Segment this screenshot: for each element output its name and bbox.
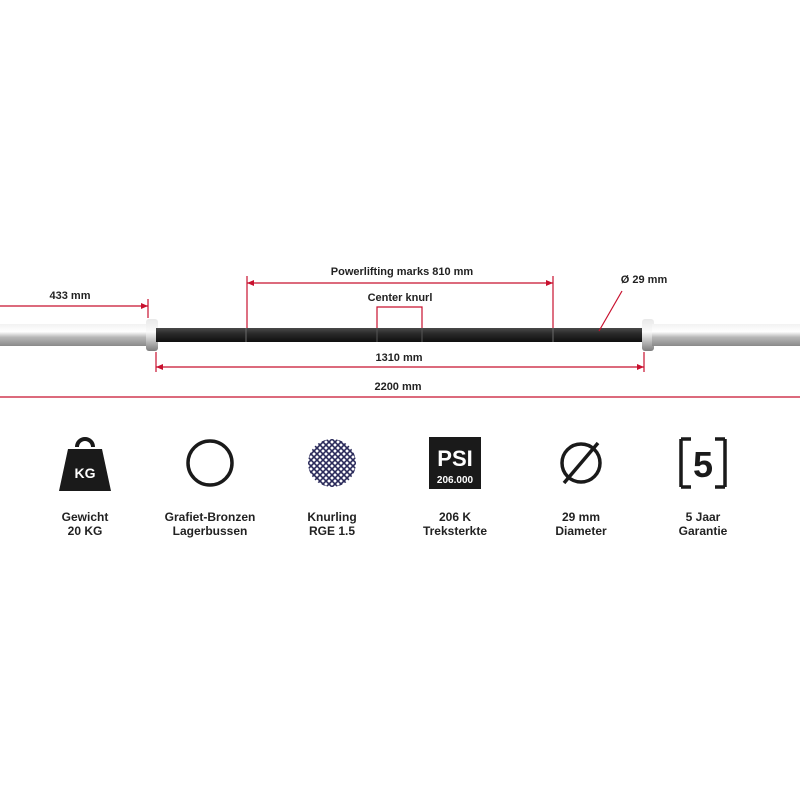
psi-badge-icon: PSI 206.000 bbox=[429, 437, 481, 489]
barbell bbox=[0, 319, 800, 351]
sleeve-length-arrow bbox=[141, 303, 148, 309]
feature-warranty-label: 5 Jaar Garantie bbox=[678, 510, 728, 538]
center-knurl-bracket bbox=[376, 306, 423, 328]
psi-text: PSI bbox=[437, 446, 472, 471]
total-length-dimension: 2200 mm bbox=[0, 381, 800, 398]
feature-knurling: Knurling RGE 1.5 bbox=[272, 428, 392, 538]
diameter-symbol-icon bbox=[560, 441, 602, 485]
warranty-digit: 5 bbox=[693, 444, 713, 485]
powerlifting-marks-arrow-right bbox=[546, 280, 553, 286]
center-knurl-label: Center knurl bbox=[368, 292, 433, 304]
powerlifting-marks-arrow-left bbox=[247, 280, 254, 286]
shaft-length-arrow-left bbox=[156, 364, 163, 370]
right-sleeve bbox=[652, 324, 800, 346]
feature-knurling-label: Knurling RGE 1.5 bbox=[307, 510, 357, 538]
kettlebell-text: KG bbox=[75, 465, 96, 481]
feature-tensile-label: 206 K Treksterkte bbox=[422, 510, 488, 538]
diameter-leader bbox=[598, 290, 623, 332]
warranty-five-icon: 5 bbox=[679, 437, 727, 489]
feature-warranty: 5 5 Jaar Garantie bbox=[643, 428, 763, 538]
feature-weight: KG Gewicht 20 KG bbox=[25, 428, 145, 538]
sleeve-length-label: 433 mm bbox=[50, 290, 91, 302]
feature-diameter-label: 29 mm Diameter bbox=[555, 510, 607, 538]
barbell-diagram: Powerlifting marks 810 mm Center knurl 4… bbox=[0, 266, 800, 398]
shaft-length-arrow-right bbox=[637, 364, 644, 370]
total-length-label: 2200 mm bbox=[374, 381, 421, 393]
diameter-dimension: Ø 29 mm bbox=[598, 274, 668, 332]
feature-weight-label: Gewicht 20 KG bbox=[61, 510, 109, 538]
feature-row: KG Gewicht 20 KG Grafiet-Bronzen Lagerbu… bbox=[0, 428, 800, 568]
left-sleeve bbox=[0, 324, 150, 346]
sleeve-length-dimension: 433 mm bbox=[0, 290, 149, 318]
feature-bushings: Grafiet-Bronzen Lagerbussen bbox=[150, 428, 270, 538]
feature-tensile: PSI 206.000 206 K Treksterkte bbox=[395, 428, 515, 538]
bar-shaft bbox=[156, 328, 644, 342]
knurling-pattern-icon bbox=[308, 439, 356, 487]
right-collar bbox=[642, 319, 654, 351]
feature-diameter: 29 mm Diameter bbox=[521, 428, 641, 538]
center-knurl-dimension: Center knurl bbox=[368, 292, 433, 328]
left-collar bbox=[146, 319, 158, 351]
psi-subtext: 206.000 bbox=[437, 475, 474, 486]
ring-bushing-icon bbox=[186, 439, 234, 487]
powerlifting-marks-dimension: Powerlifting marks 810 mm bbox=[246, 266, 554, 328]
diameter-label: Ø 29 mm bbox=[621, 274, 668, 286]
shaft-length-dimension: 1310 mm bbox=[155, 352, 645, 372]
shaft-length-label: 1310 mm bbox=[375, 352, 422, 364]
feature-bushings-label: Grafiet-Bronzen Lagerbussen bbox=[164, 510, 256, 538]
powerlifting-marks-label: Powerlifting marks 810 mm bbox=[331, 266, 474, 278]
kettlebell-weight-icon: KG bbox=[59, 437, 111, 491]
